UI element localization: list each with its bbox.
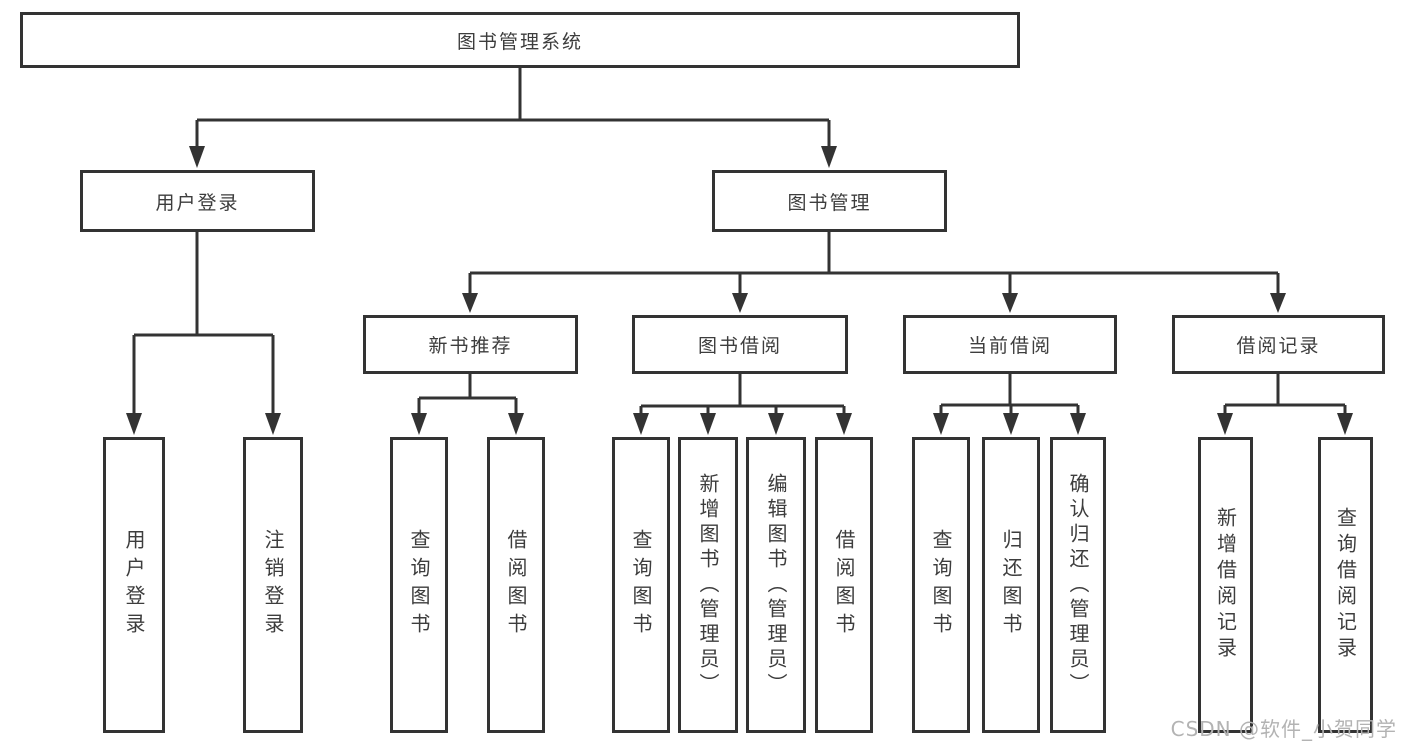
- leaf-node-query-books-current: 查询图书: [912, 437, 970, 733]
- leaf-node-confirm-return-admin: 确认归还（管理员）: [1050, 437, 1106, 733]
- branch-node-new-book-recommend: 新书推荐: [363, 315, 578, 374]
- csdn-watermark: CSDN @软件_小贺同学: [1170, 717, 1397, 741]
- leaf-node-logout: 注销登录: [243, 437, 303, 733]
- root-node-library-system: 图书管理系统: [20, 12, 1020, 68]
- branch-node-book-management: 图书管理: [712, 170, 947, 232]
- branch-node-book-borrow: 图书借阅: [632, 315, 848, 374]
- leaf-node-query-borrow-record: 查询借阅记录: [1318, 437, 1373, 733]
- branch-node-user-login: 用户登录: [80, 170, 315, 232]
- leaf-node-query-books-recommend: 查询图书: [390, 437, 448, 733]
- branch-node-current-borrow: 当前借阅: [903, 315, 1117, 374]
- leaf-node-query-books-borrow: 查询图书: [612, 437, 670, 733]
- leaf-node-borrow-books-recommend: 借阅图书: [487, 437, 545, 733]
- leaf-node-borrow-books: 借阅图书: [815, 437, 873, 733]
- leaf-node-return-books: 归还图书: [982, 437, 1040, 733]
- leaf-node-user-login: 用户登录: [103, 437, 165, 733]
- branch-node-borrow-records: 借阅记录: [1172, 315, 1385, 374]
- leaf-node-add-books-admin: 新增图书（管理员）: [678, 437, 738, 733]
- leaf-node-add-borrow-record: 新增借阅记录: [1198, 437, 1253, 733]
- leaf-node-edit-books-admin: 编辑图书（管理员）: [746, 437, 806, 733]
